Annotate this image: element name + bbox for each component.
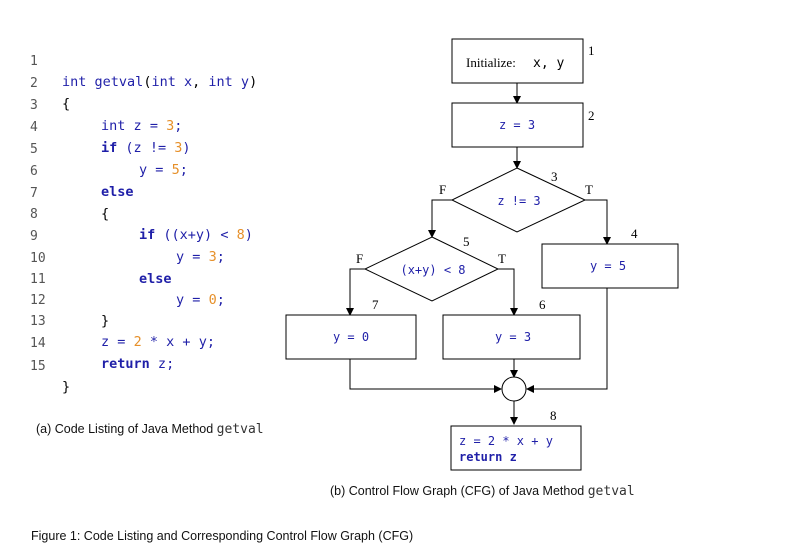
node-4-label: y = 5 (590, 259, 626, 273)
node-1-box (451, 38, 584, 84)
caption-b-method: getval (587, 484, 635, 499)
line-number: 2 (30, 76, 38, 91)
code-line: 2 { (0, 54, 70, 112)
caption-a: (a) Code Listing of Java Method getval (36, 422, 264, 437)
code-line: 14 return z; (0, 314, 174, 372)
line-number: 6 (30, 164, 38, 179)
edge-3-5 (428, 199, 452, 238)
node-8-line2: return z (459, 450, 517, 464)
code-line: 12 } (0, 271, 109, 329)
code-text: } (62, 379, 71, 395)
line-number: 3 (30, 98, 38, 113)
code-text: else (101, 184, 134, 200)
code-text: } (101, 313, 110, 329)
line-number: 7 (30, 186, 38, 201)
code-line: 10 else (0, 229, 172, 287)
code-line: 15 } (0, 337, 70, 395)
line-number: 13 (30, 314, 46, 329)
edge-3-4 (585, 199, 611, 245)
node-6-label: y = 3 (495, 330, 531, 344)
node-3-diamond (450, 167, 587, 233)
code-text: y = 3; (176, 249, 225, 265)
code-text: if ((x+y) < 8) (139, 227, 253, 243)
line-number: 11 (30, 272, 46, 287)
node-3-number: 3 (551, 169, 558, 184)
line-number: 1 (30, 54, 38, 69)
code-line: 7 { (0, 164, 109, 222)
code-text: else (139, 271, 172, 287)
node-2-label: z = 3 (499, 118, 535, 132)
code-line: 8 if ((x+y) < 8) (0, 185, 253, 243)
figure-caption: Figure 1: Code Listing and Corresponding… (31, 529, 414, 543)
node-1-vars: x, y (533, 56, 564, 71)
code-line: 13 z = 2 * x + y; (0, 292, 215, 350)
node-5-true-label: T (498, 251, 506, 266)
merge-node (501, 376, 527, 402)
code-line: 1 int getval(int x, int y) (0, 32, 257, 90)
node-2-box (451, 102, 584, 148)
code-text: return z; (101, 356, 175, 372)
edge-4-merge (526, 288, 608, 393)
line-number: 4 (30, 120, 38, 135)
caption-a-method: getval (216, 422, 264, 437)
node-7-number: 7 (372, 297, 379, 312)
line-number: 9 (30, 229, 38, 244)
code-line: 3 int z = 3; (0, 76, 182, 134)
node-7-box (285, 314, 417, 360)
code-text: if (z != 3) (101, 140, 191, 156)
node-1-number: 1 (588, 43, 595, 58)
node-8-line1: z = 2 * x + y (459, 434, 553, 448)
code-text: z = 2 * x + y; (101, 334, 215, 350)
code-text: y = 0; (176, 292, 225, 308)
edge-5-6 (498, 268, 518, 316)
node-6-box (442, 314, 581, 360)
node-5-label: (x+y) < 8 (400, 263, 465, 277)
code-line: 4 if (z != 3) (0, 98, 191, 156)
node-5-number: 5 (463, 234, 470, 249)
node-7-label: y = 0 (333, 330, 369, 344)
line-number: 8 (30, 207, 38, 222)
node-3-label: z != 3 (497, 194, 540, 208)
edge-7-merge (349, 359, 502, 393)
line-number: 12 (30, 293, 46, 308)
node-3-true-label: T (585, 182, 593, 197)
line-number: 14 (30, 336, 46, 351)
node-4-box (541, 243, 679, 289)
node-2-number: 2 (588, 108, 595, 123)
code-text: { (62, 96, 71, 112)
code-text: y = 5; (139, 162, 188, 178)
node-5-diamond (363, 236, 500, 302)
caption-a-text: (a) Code Listing of Java Method (36, 422, 217, 436)
node-8-box (450, 425, 582, 471)
caption-b-text: (b) Control Flow Graph (CFG) of Java Met… (330, 484, 588, 498)
node-8-number: 8 (550, 408, 557, 423)
code-line: 11 y = 0; (0, 250, 225, 308)
code-line: 9 y = 3; (0, 207, 225, 265)
code-listing: 1 int getval(int x, int y) 2 { 3 int z =… (0, 0, 300, 400)
node-4-number: 4 (631, 226, 638, 241)
node-5-false-label: F (356, 251, 363, 266)
edge-5-7 (346, 268, 365, 316)
node-1-label: Initialize: (466, 55, 516, 70)
node-3-false-label: F (439, 182, 446, 197)
line-number: 5 (30, 142, 38, 157)
node-6-number: 6 (539, 297, 546, 312)
code-line: 6 else (0, 142, 134, 200)
code-text: int z = 3; (101, 118, 183, 134)
code-text: { (101, 206, 110, 222)
caption-b: (b) Control Flow Graph (CFG) of Java Met… (330, 484, 635, 499)
code-line: 5 y = 5; (0, 120, 188, 178)
line-number: 10 (30, 251, 46, 266)
line-number: 15 (30, 359, 46, 374)
code-text: int getval(int x, int y) (62, 74, 258, 90)
